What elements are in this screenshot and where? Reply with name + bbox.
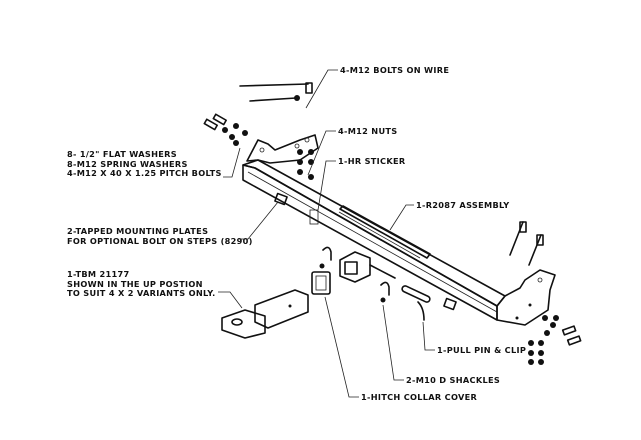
label-flat-washers: 8- 1/2" FLAT WASHERS [67,149,177,159]
d-shackles [319,246,390,303]
label-tbm-line1: 1-TBM 21177 [67,269,130,279]
label-pitch-bolts: 4-M12 X 40 X 1.25 PITCH BOLTS [67,168,222,178]
label-hr-sticker: 1-HR STICKER [338,156,406,166]
label-collar-cover: 1-HITCH COLLAR COVER [361,392,478,402]
label-washers-bolts: 8- 1/2" FLAT WASHERS 8-M12 SPRING WASHER… [67,149,222,179]
label-bolts-on-wire: 4-M12 BOLTS ON WIRE [340,65,450,75]
bolts-on-wire [239,82,544,266]
pull-pin [401,285,431,321]
hitch-collar-cover [311,271,331,295]
label-tbm-line3: TO SUIT 4 X 2 VARIANTS ONLY. [67,288,216,298]
crossbar-assembly [242,134,556,326]
label-plates-line1: 2-TAPPED MOUNTING PLATES [67,226,209,236]
tow-ball-mount [221,289,309,339]
fasteners [203,113,582,365]
label-r2087-assembly: 1-R2087 ASSEMBLY [416,200,510,210]
label-nuts: 4-M12 NUTS [338,126,398,136]
label-d-shackles: 2-M10 D SHACKLES [406,375,501,385]
leader-lines [218,69,435,398]
label-pull-pin: 1-PULL PIN & CLIP [437,345,527,355]
label-spring-washers: 8-M12 SPRING WASHERS [67,158,188,169]
label-plates-line2: FOR OPTIONAL BOLT ON STEPS (8290) [67,235,253,246]
label-tbm-line2: SHOWN IN THE UP POSTION [67,278,203,289]
label-mounting-plates: 2-TAPPED MOUNTING PLATES FOR OPTIONAL BO… [67,226,253,246]
label-tbm: 1-TBM 21177 SHOWN IN THE UP POSTION TO S… [67,269,216,299]
